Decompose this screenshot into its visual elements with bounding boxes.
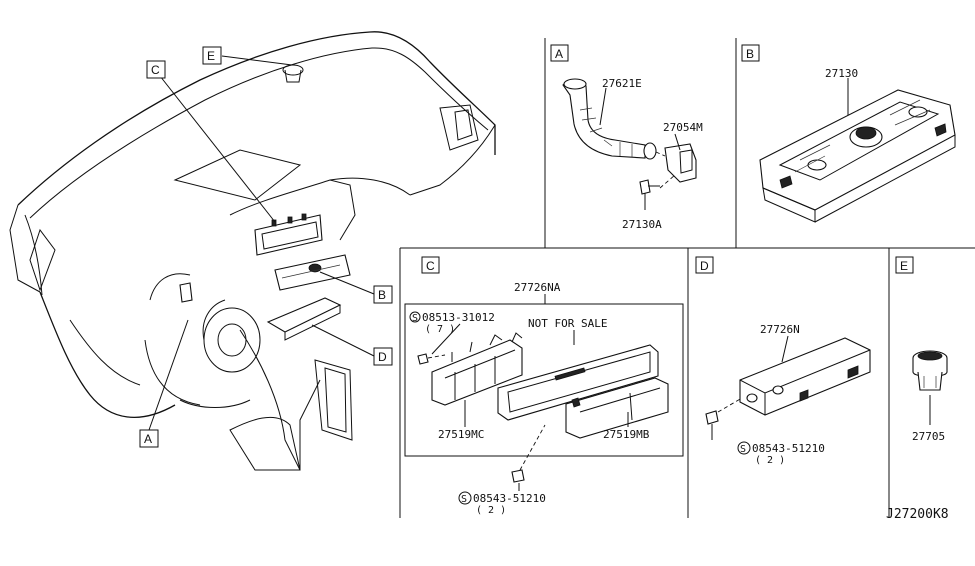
section-d-label: D — [700, 259, 709, 273]
section-d: D 27726N S 08543-51210 ( 2 ) — [695, 256, 871, 466]
callout-b: B — [373, 285, 393, 304]
callout-d: D — [373, 347, 393, 366]
part-27726na: 27726NA — [514, 281, 561, 294]
section-e: E 27705 — [895, 256, 948, 443]
part-27705: 27705 — [912, 430, 945, 443]
section-e-label: E — [900, 259, 908, 273]
callout-d-label: D — [378, 350, 387, 364]
part-27621e: 27621E — [602, 77, 642, 90]
callout-c: C — [146, 60, 166, 79]
section-b: B 27130 — [741, 44, 956, 223]
bolt-number-c: 08543-51210 — [473, 492, 546, 505]
screw-number-c: 08513-31012 — [422, 311, 495, 324]
section-b-label: B — [746, 47, 754, 61]
bolt-qty-d: ( 2 ) — [755, 455, 785, 466]
callout-a-label: A — [144, 432, 152, 446]
part-27726n: 27726N — [760, 323, 800, 336]
callout-a: A — [139, 429, 159, 448]
bolt-symbol-d: S — [740, 444, 746, 455]
section-c: C 27726NA S 08513-31012 ( 7 ) NOT FOR SA… — [404, 256, 684, 516]
not-for-sale-note: NOT FOR SALE — [528, 317, 607, 330]
section-a-label: A — [555, 47, 563, 61]
callout-c-label: C — [151, 63, 160, 77]
part-27519mc: 27519MC — [438, 428, 484, 441]
section-a: A 27621E 27054M 27130A — [550, 44, 703, 231]
bolt-symbol-c: S — [461, 494, 467, 505]
bolt-qty-c: ( 2 ) — [476, 505, 506, 516]
panel-dividers — [399, 38, 975, 518]
screw-symbol-c: S — [412, 313, 418, 324]
diagram-code: J27200K8 — [886, 507, 949, 522]
overview-leaders — [148, 55, 375, 431]
dashboard-overview — [9, 31, 496, 471]
callout-e: E — [202, 46, 222, 65]
bolt-number-d: 08543-51210 — [752, 442, 825, 455]
callout-e-label: E — [207, 49, 215, 63]
part-27054m: 27054M — [663, 121, 703, 134]
screw-qty-c: ( 7 ) — [425, 324, 455, 335]
part-27130a: 27130A — [622, 218, 662, 231]
section-c-label: C — [426, 259, 435, 273]
part-27130: 27130 — [825, 67, 858, 80]
part-27519mb: 27519MB — [603, 428, 650, 441]
callout-b-label: B — [378, 288, 386, 302]
